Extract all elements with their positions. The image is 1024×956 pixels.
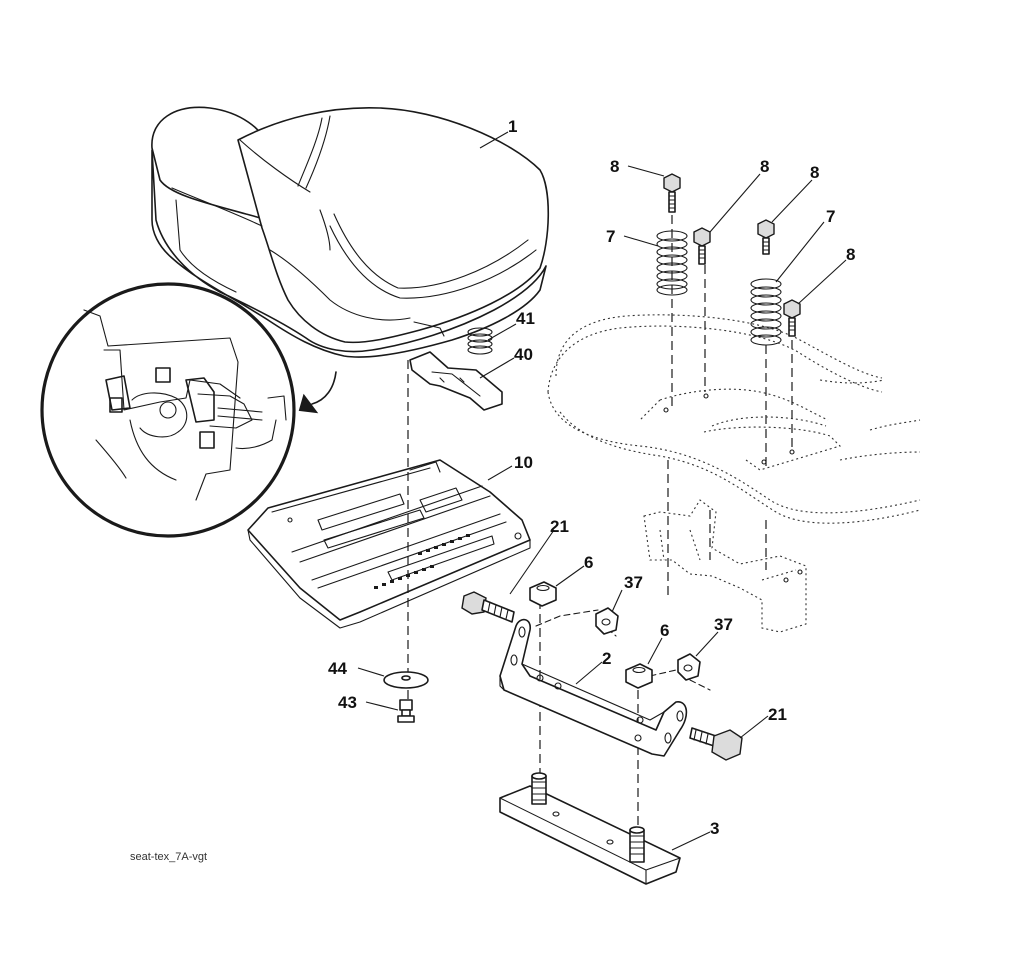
leader-lines [357,131,847,851]
center-lines [407,215,793,830]
bolt-part-8-d [783,299,801,337]
plate-part-3 [499,772,681,885]
callout-21-right: 21 [768,705,787,724]
callout-44: 44 [328,659,347,678]
callout-6-upper: 6 [584,553,593,572]
bolt-part-43 [397,699,415,723]
spring-part-7-left [656,230,688,296]
callout-3: 3 [710,819,719,838]
direction-arrow [298,371,337,414]
callout-40: 40 [514,345,533,364]
nut-part-6-lower [625,663,653,689]
bolt-part-8-b [693,227,711,265]
seat-plate-part-10 [247,459,531,629]
callout-1: 1 [508,117,517,136]
callout-43: 43 [338,693,357,712]
bracket-part-2 [499,618,688,757]
callout-10: 10 [514,453,533,472]
callout-41: 41 [516,309,535,328]
callout-21-left: 21 [550,517,569,536]
seat-part-1 [151,106,550,358]
nut-part-6-upper [529,581,557,607]
bolt-part-21-left [461,591,515,623]
callout-6-lower: 6 [660,621,669,640]
callout-37-upper: 37 [624,573,643,592]
callout-8-a: 8 [610,157,619,176]
callout-2: 2 [602,649,611,668]
callout-8-b: 8 [760,157,769,176]
detail-magnifier-circle [40,282,296,538]
bolt-part-8-a [663,173,681,213]
nut-part-37-lower [677,653,701,681]
nut-part-37-upper [595,607,619,635]
callout-8-c: 8 [810,163,819,182]
spring-part-7-right [750,278,782,346]
callout-labels: 1 41 40 10 21 6 37 6 37 2 21 44 43 3 8 8… [328,117,855,838]
clip-part-40 [409,351,503,411]
washer-part-44 [383,671,429,689]
callout-7-right: 7 [826,207,835,226]
callout-7-left: 7 [606,227,615,246]
drawing-reference-caption: seat-tex_7A-vgt [130,851,207,863]
bolt-part-8-c [757,219,775,255]
callout-37-lower: 37 [714,615,733,634]
tractor-frame-outline [547,314,921,633]
bolt-part-21-right [689,727,743,761]
callout-8-d: 8 [846,245,855,264]
